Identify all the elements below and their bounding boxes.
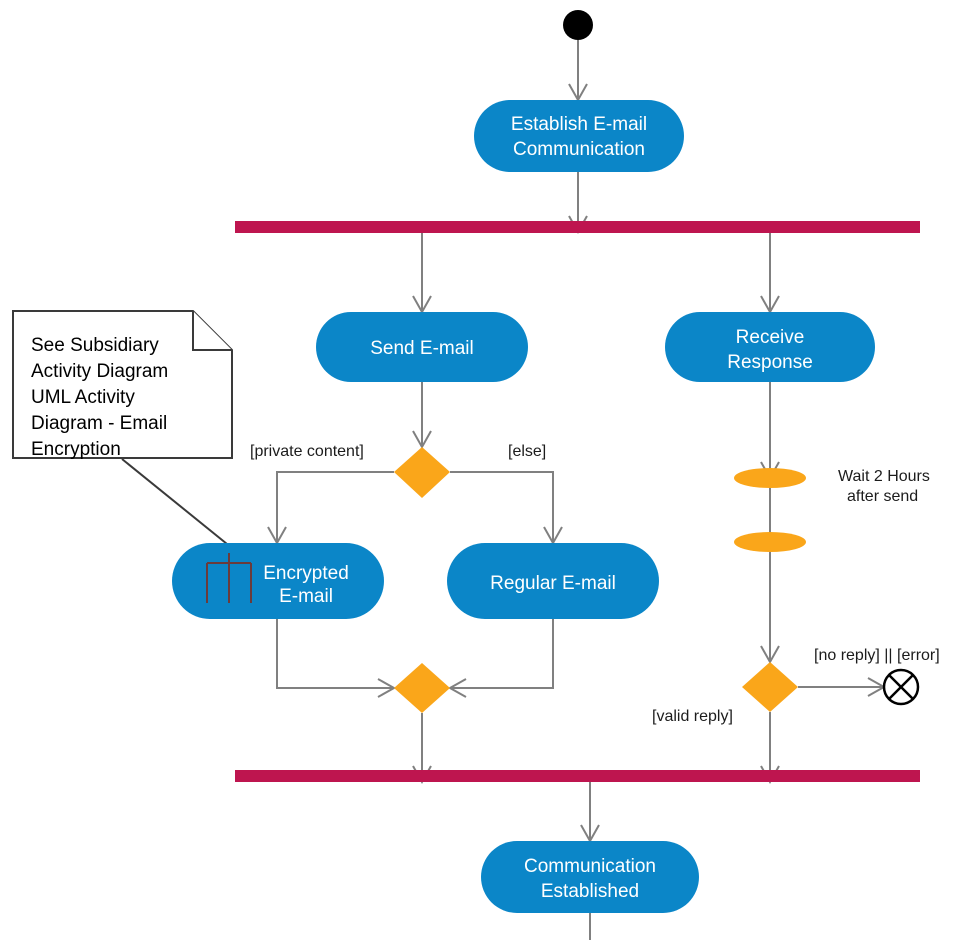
activity-label-established-line2: Established [541,881,639,902]
activity-label-receive-line2: Response [727,352,813,373]
activity-label-receive-line1: Receive [736,327,805,348]
activity-label-encrypted-line1: Encrypted [263,563,349,584]
edge-regular-to-merge [447,619,554,698]
edge-fork-to-receive-response [760,232,780,315]
activity-label-regular-email: Regular E-mail [490,573,616,594]
activity-label-line2: Communication [513,139,645,160]
activity-communication-established[interactable]: Communication Established [481,841,699,913]
activity-send-email[interactable]: Send E-mail [316,312,528,382]
activity-label-line1: Establish E-mail [511,114,647,135]
activity-regular-email[interactable]: Regular E-mail [447,543,659,619]
activity-establish-email-communication[interactable]: Establish E-mail Communication [474,100,684,172]
flow-final-node [882,668,920,706]
note-line-5: Encryption [31,439,121,460]
note-line-3: UML Activity [31,387,135,408]
merge-node[interactable] [394,663,450,713]
event-wait-line2: after send [847,488,918,505]
activity-label-encrypted-line2: E-mail [279,586,333,607]
initial-node [563,10,593,40]
activity-label-send-email: Send E-mail [370,338,474,359]
edge-encrypted-to-merge [276,619,397,698]
join-bar [235,770,920,782]
edge-join-to-communication-established [580,782,600,844]
subsidiary-diagram-note: See Subsidiary Activity Diagram UML Acti… [12,310,233,460]
guard-else: [else] [508,443,546,460]
edge-initial-to-establish [568,40,588,103]
time-event-upper [734,468,806,488]
edge-event2-to-decision-reply [760,552,780,665]
fork-bar [235,221,920,233]
activity-receive-response[interactable]: Receive Response [665,312,875,382]
note-connector [121,458,228,545]
decision-reply[interactable] [742,662,798,712]
edge-decision-to-encrypted [267,471,394,546]
edge-decision-to-regular [450,471,563,546]
activity-encrypted-email[interactable]: Encrypted E-mail [172,543,384,619]
note-line-2: Activity Diagram [31,361,168,382]
guard-private-content: [private content] [250,443,364,460]
guard-no-reply-error: [no reply] || [error] [814,647,940,664]
activity-label-established-line1: Communication [524,856,656,877]
edge-fork-to-send-email [412,232,432,315]
decision-private-content[interactable] [394,447,450,498]
guard-valid-reply: [valid reply] [652,708,733,725]
event-wait-line1: Wait 2 Hours [838,468,930,485]
note-line-1: See Subsidiary [31,335,159,356]
edge-decision-reply-to-flow-final [798,677,887,697]
rake-subactivity-icon [206,553,252,603]
time-event-lower [734,532,806,552]
edge-send-email-to-decision [412,382,432,450]
note-line-4: Diagram - Email [31,413,167,434]
edge-receive-to-event1 [760,382,780,481]
